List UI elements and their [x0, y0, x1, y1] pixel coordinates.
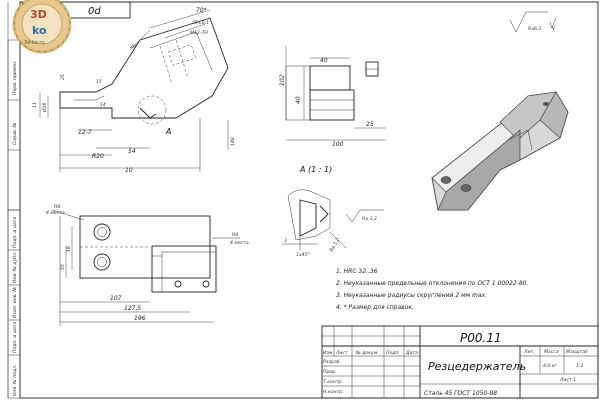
top-dim-196: 196 [134, 315, 146, 322]
front-view: A 10 R20 54 12-7 15 14 11 Ø26 148 70* 55… [32, 7, 236, 174]
side-view: 100 25 40 102 40 [279, 46, 386, 148]
tb-lit-label: Лит. [523, 349, 535, 355]
tb-nkontr: Н.контр. [323, 389, 344, 395]
left-strip: Перв. примен. Справ. № Подп. и дата Инв.… [7, 39, 21, 399]
tb-doc: № докум. [355, 350, 379, 356]
tb-razrab: Разраб. [323, 359, 341, 365]
isometric-view [431, 91, 569, 211]
top-dim-r8-b: R8 [232, 232, 238, 238]
top-dim-4places-a: 4 места [46, 210, 65, 216]
top-dim-r8-a: R8 [54, 204, 60, 210]
dim-d26: 15 [96, 79, 102, 85]
detail-roughness-2: Ra 3,2 [329, 237, 342, 253]
strip-label-6: Подп. и дата [12, 322, 18, 353]
dim-r20: 14 [100, 102, 106, 108]
logo-text-3d: 3D [30, 8, 47, 21]
tb-prov: Пров. [323, 369, 336, 375]
dim-15: 11 [32, 102, 38, 108]
detail-title: А (1 : 1) [299, 165, 332, 174]
dim-25: 25 [366, 121, 374, 128]
top-view: R8 4 места R8 4 места 107 127,5 196 55 1… [46, 204, 249, 326]
roughness-general: Ra6,3 √ [509, 11, 557, 33]
dim-51: R20 [92, 153, 104, 160]
tb-podp: Подп. [386, 350, 400, 356]
roughness-check: √ [552, 25, 556, 32]
logo-url: 3d-ko.ru [24, 40, 45, 46]
top-dim-18: 18 [66, 246, 72, 252]
logo-3dko: 3D ko 3d-ko.ru [12, 0, 72, 54]
top-dim-107: 107 [110, 295, 122, 302]
top-dim-55: 55 [60, 264, 66, 270]
detail-dim-chamfer: 1х45° [296, 252, 310, 258]
tb-list: Лист [335, 350, 348, 356]
tb-tkontr: Т.контр. [323, 379, 343, 385]
strip-label-4: Инв. № дубл. [12, 252, 18, 283]
strip-label-1: Перв. примен. [12, 61, 18, 96]
detail-dim-3: 3 [284, 238, 287, 244]
top-dim-4places-b: 4 места [230, 240, 249, 246]
strip-label-5: Взам. инв. № [12, 287, 18, 318]
detail-roughness-1: Ra 3,2 [362, 216, 377, 222]
designation: Р00.11 [460, 331, 502, 345]
dim-70: 70* [196, 7, 207, 14]
note-4: 4. * Размер для справок. [336, 304, 414, 311]
tb-mass-label: Масса [544, 349, 559, 355]
top-dim-127: 127,5 [124, 305, 141, 312]
section-label-a: A [165, 127, 171, 136]
dim-10: Ø26 [41, 102, 48, 113]
technical-notes: 1. HRC 32..36 2. Неуказанные предельные … [336, 268, 528, 311]
logo-text-ko: ko [32, 24, 47, 37]
roughness-value: Ra6,3 [528, 26, 541, 32]
strip-label-3: Подп. и дата [12, 217, 18, 248]
sheet-frame [19, 1, 599, 399]
code-fragment: 0d [88, 6, 101, 17]
tb-scale-label: Масштаб [566, 349, 588, 355]
dim-148: 10 [125, 167, 133, 174]
tb-date: Дата [405, 350, 418, 356]
dim-40-top: 40 [320, 57, 328, 64]
dim-55: 55±0,1 [192, 20, 209, 26]
note-1: 1. HRC 32..36 [336, 268, 378, 275]
dim-54: 54 [128, 148, 136, 155]
dim-102: 102 [279, 74, 286, 86]
dim-20: 20 [130, 44, 136, 50]
tb-scale: 1:2 [576, 363, 583, 369]
dim-m12: M12-7H [190, 30, 208, 36]
tb-izm: Изм. [323, 350, 334, 356]
tb-mass: 4,0 кг [543, 363, 558, 369]
dim-14: 25 [60, 74, 66, 80]
dim-40-side: 40 [295, 96, 302, 104]
note-3: 3. Неуказанные радиусы скруглений 2 мм m… [336, 292, 487, 299]
part-name: Резцедержатель [428, 360, 526, 373]
dim-100: 100 [332, 141, 344, 148]
strip-label-7: Инв. № подл. [12, 364, 18, 396]
tb-sheet: Лист 1 [559, 377, 576, 383]
detail-a: А (1 : 1) 3 1х45° Ra 3,2 Ra 3,2 [282, 165, 384, 258]
strip-label-2: Справ. № [12, 122, 18, 145]
title-block: Изм. Лист № докум. Подп. Дата Разраб. Пр… [321, 325, 599, 399]
dim-d12: 148 [230, 137, 236, 146]
note-2: 2. Неуказанные предельные отклонения по … [336, 280, 528, 287]
material: Сталь 45 ГОСТ 1050-88 [424, 390, 497, 397]
dim-12-7: 12-7 [78, 129, 92, 136]
